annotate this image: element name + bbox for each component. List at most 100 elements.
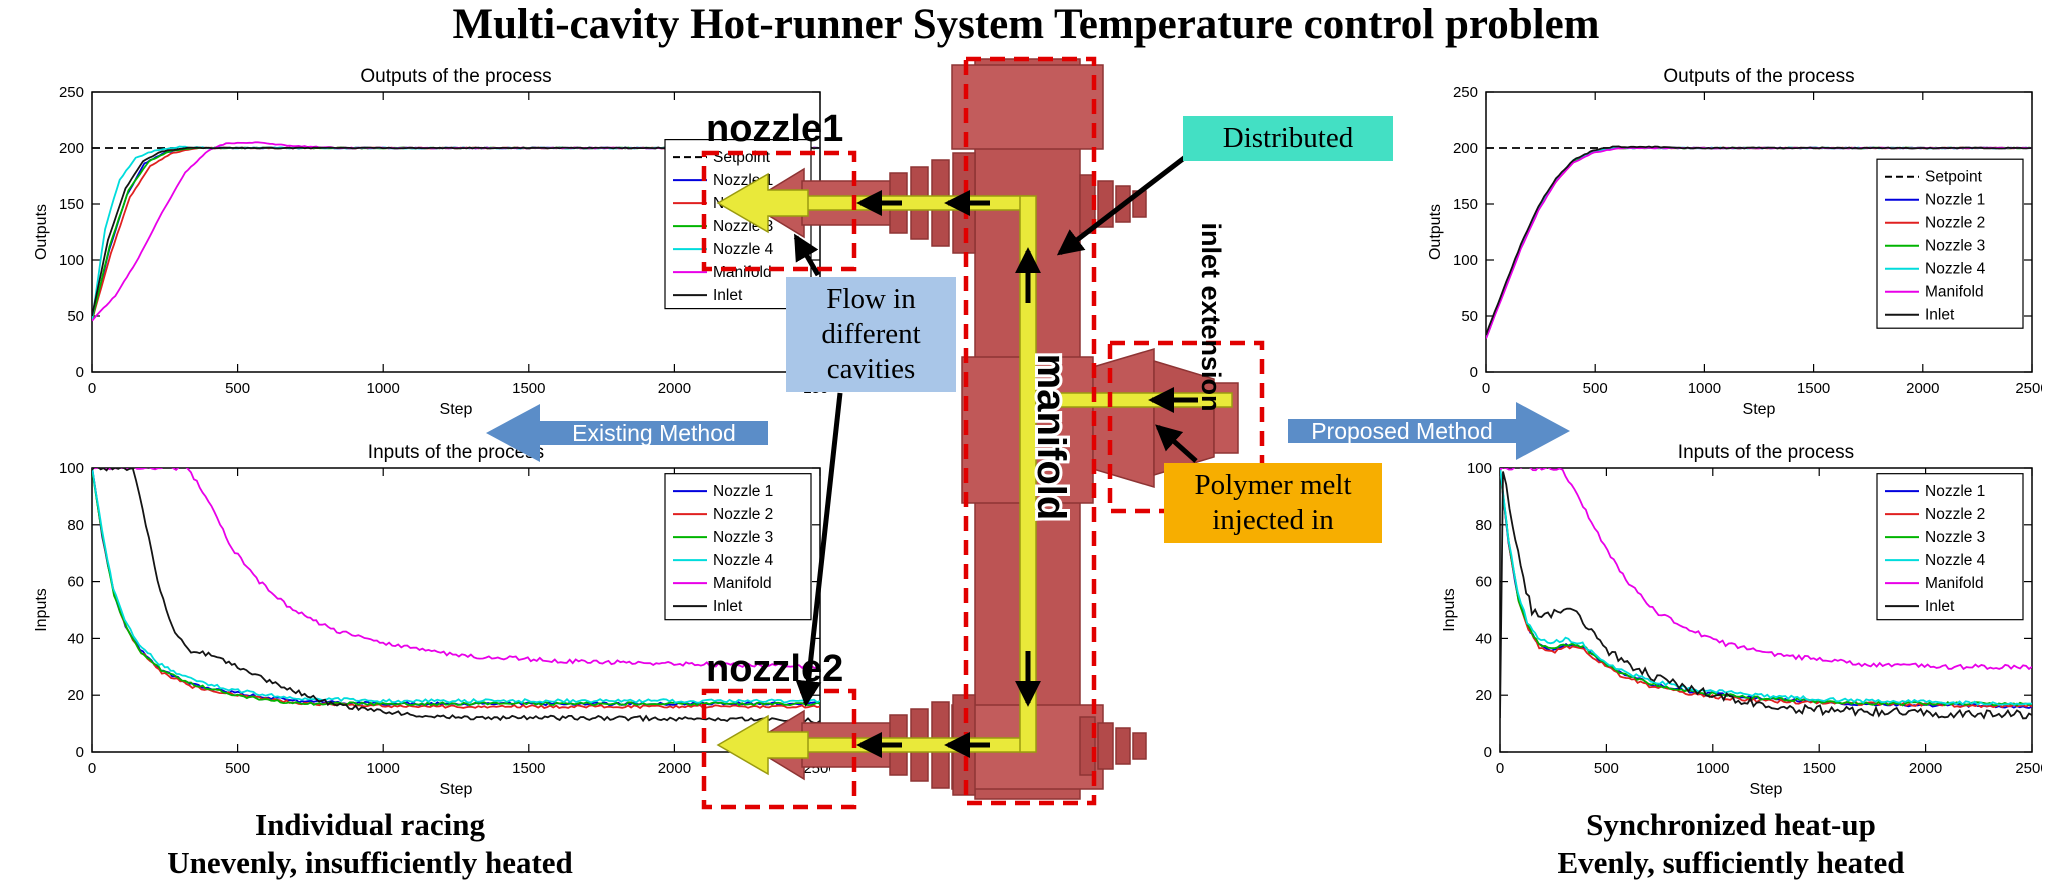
existing-method-arrow: Existing Method: [486, 402, 768, 464]
flow-arrows: [856, 190, 1198, 758]
caption-existing-line1: Individual racing: [255, 807, 485, 842]
svg-text:500: 500: [225, 380, 250, 397]
svg-text:Inlet: Inlet: [1925, 598, 1955, 615]
svg-text:Inputs of the process: Inputs of the process: [368, 442, 544, 463]
polymer-arrow: [1155, 424, 1198, 463]
svg-text:0: 0: [1482, 380, 1490, 397]
svg-text:2000: 2000: [658, 760, 691, 777]
caption-existing-line2: Unevenly, insufficiently heated: [167, 845, 573, 880]
svg-text:Inputs: Inputs: [1441, 588, 1458, 632]
caption-proposed-line2: Evenly, sufficiently heated: [1557, 845, 1905, 880]
nozzle1-label: nozzle1: [706, 108, 843, 150]
proposed-method-arrow: Proposed Method: [1288, 400, 1570, 462]
svg-text:1000: 1000: [1696, 760, 1729, 777]
svg-text:100: 100: [59, 460, 84, 477]
nozzle2-tip: [716, 714, 809, 776]
svg-text:Outputs: Outputs: [33, 204, 50, 260]
svg-text:0: 0: [1484, 744, 1492, 761]
svg-text:Nozzle 3: Nozzle 3: [713, 529, 773, 546]
svg-text:100: 100: [1453, 252, 1478, 269]
nozzle1-tip: [716, 172, 809, 234]
svg-text:Outputs: Outputs: [1427, 204, 1444, 260]
svg-text:0: 0: [1470, 364, 1478, 381]
svg-text:Step: Step: [440, 401, 473, 418]
caption-proposed-line1: Synchronized heat-up: [1586, 807, 1876, 842]
callout-arrows: [793, 153, 1198, 707]
existing-method-label: Existing Method: [572, 419, 736, 446]
svg-text:150: 150: [1453, 196, 1478, 213]
svg-text:Outputs of the process: Outputs of the process: [1663, 66, 1854, 87]
svg-text:2000: 2000: [1906, 380, 1939, 397]
svg-text:Manifold: Manifold: [713, 575, 772, 592]
svg-text:1500: 1500: [512, 760, 545, 777]
svg-text:0: 0: [76, 364, 84, 381]
inlet-extension-label: inlet extension: [1196, 222, 1226, 411]
svg-text:60: 60: [1475, 574, 1492, 591]
distributed-arrow: [1056, 153, 1190, 256]
manifold-label: manifold: [1029, 354, 1073, 521]
svg-text:100: 100: [1467, 460, 1492, 477]
svg-text:Nozzle 4: Nozzle 4: [1925, 552, 1986, 569]
svg-text:Nozzle 3: Nozzle 3: [1925, 238, 1985, 255]
svg-text:40: 40: [67, 630, 84, 647]
svg-text:1000: 1000: [367, 760, 400, 777]
svg-text:Nozzle 2: Nozzle 2: [1925, 506, 1985, 523]
svg-text:Setpoint: Setpoint: [1925, 169, 1983, 186]
svg-text:Nozzle 1: Nozzle 1: [1925, 192, 1985, 209]
svg-text:1000: 1000: [367, 380, 400, 397]
svg-text:20: 20: [67, 687, 84, 704]
callout-flow-line3: cavities: [826, 353, 916, 385]
svg-text:Step: Step: [440, 781, 473, 798]
left-block-arrow-icon: [486, 404, 768, 462]
nozzle1-outline: [701, 150, 857, 272]
callout-polymer-line2: injected in: [1212, 504, 1334, 536]
svg-text:50: 50: [67, 308, 84, 325]
hot-runner-diagram: nozzle1 nozzle2 manifold inlet extension: [701, 56, 1265, 810]
svg-text:Inlet: Inlet: [713, 287, 743, 304]
nozzle2-outline: [701, 688, 857, 810]
svg-text:1500: 1500: [1803, 760, 1836, 777]
svg-text:Step: Step: [1743, 401, 1776, 418]
caption-existing: Individual racing Unevenly, insufficient…: [30, 806, 710, 882]
svg-text:Step: Step: [1750, 781, 1783, 798]
svg-text:80: 80: [67, 517, 84, 534]
callout-flow-line1: Flow in: [826, 283, 916, 315]
svg-text:1500: 1500: [512, 380, 545, 397]
svg-text:Inlet: Inlet: [1925, 307, 1955, 324]
flow-to-nozzle2-arrow: [795, 392, 843, 707]
svg-text:150: 150: [59, 196, 84, 213]
svg-text:1000: 1000: [1688, 380, 1721, 397]
svg-text:0: 0: [1496, 760, 1504, 777]
svg-text:20: 20: [1475, 687, 1492, 704]
svg-text:Nozzle 3: Nozzle 3: [1925, 529, 1985, 546]
svg-text:Manifold: Manifold: [1925, 284, 1984, 301]
svg-text:Nozzle 1: Nozzle 1: [713, 483, 773, 500]
svg-text:250: 250: [1453, 84, 1478, 101]
svg-text:500: 500: [225, 760, 250, 777]
svg-text:0: 0: [88, 760, 96, 777]
svg-text:Inlet: Inlet: [713, 598, 743, 615]
callout-polymer: Polymer melt injected in: [1164, 463, 1382, 543]
svg-text:1500: 1500: [1797, 380, 1830, 397]
proposed-method-label: Proposed Method: [1311, 417, 1493, 444]
nozzle2-label: nozzle2: [706, 648, 843, 690]
svg-text:Inputs of the process: Inputs of the process: [1678, 442, 1854, 463]
svg-text:80: 80: [1475, 517, 1492, 534]
right-block-arrow-icon: [1288, 402, 1570, 460]
svg-text:Manifold: Manifold: [1925, 575, 1984, 592]
svg-text:2000: 2000: [1909, 760, 1942, 777]
svg-text:Nozzle 4: Nozzle 4: [713, 552, 774, 569]
svg-text:40: 40: [1475, 630, 1492, 647]
svg-text:500: 500: [1594, 760, 1619, 777]
svg-text:200: 200: [59, 140, 84, 157]
svg-text:Nozzle 2: Nozzle 2: [713, 506, 773, 523]
svg-text:Outputs of the process: Outputs of the process: [360, 66, 551, 87]
callout-polymer-line1: Polymer melt: [1194, 469, 1352, 501]
svg-text:2000: 2000: [658, 380, 691, 397]
